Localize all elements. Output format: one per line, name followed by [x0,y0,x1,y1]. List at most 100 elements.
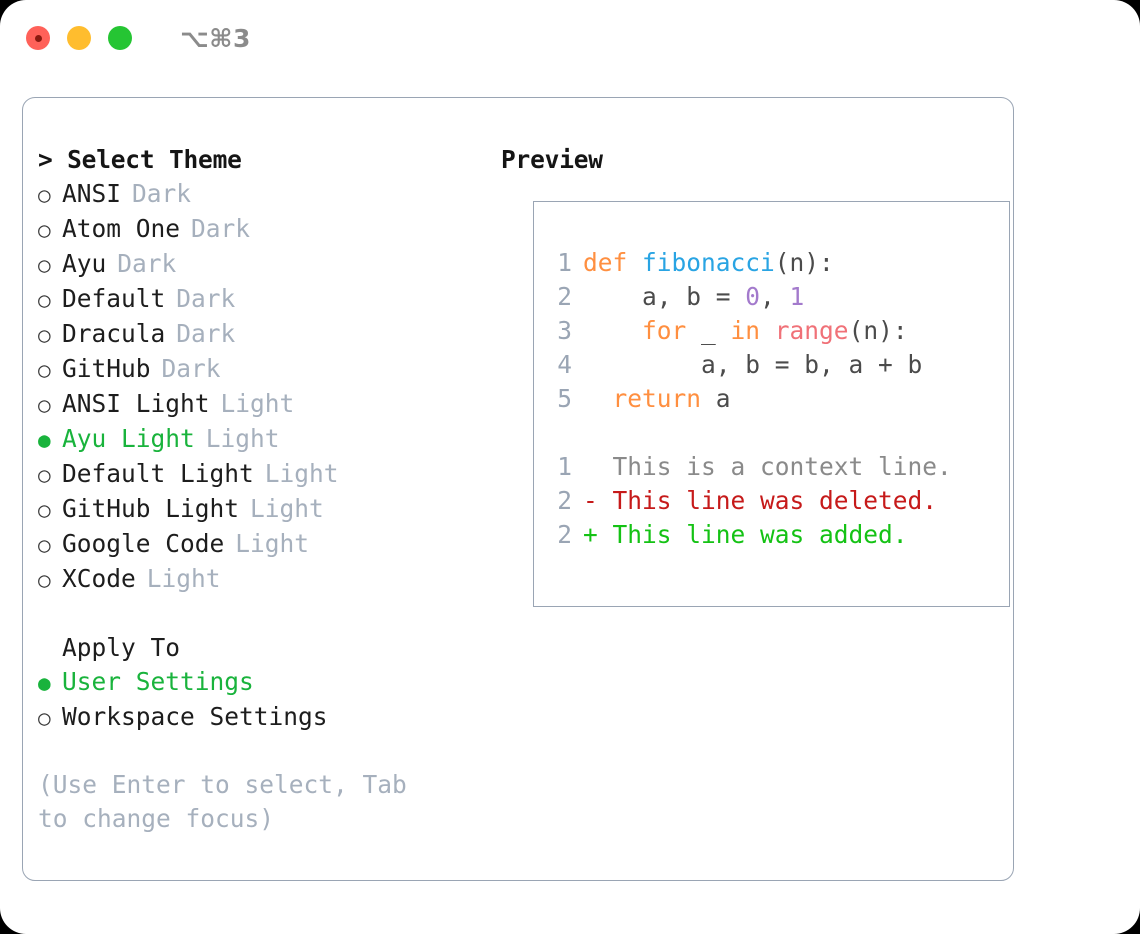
theme-option-label: XCode [62,564,136,593]
theme-option-label: GitHub Light [62,494,240,523]
diff-marker: - [583,486,598,515]
theme-option-row[interactable]: ○ ANSI Light Light [38,387,483,422]
theme-variant-badge: Dark [161,354,221,383]
theme-variant-badge: Light [220,389,295,418]
line-number: 5 [557,384,572,413]
code-token: return [583,384,716,413]
code-token: range [774,316,849,345]
theme-option-label: Dracula [62,319,166,348]
code-diff-separator [546,416,952,450]
radio-unselected-icon[interactable]: ○ [38,288,51,312]
code-token: fibonacci [642,248,775,277]
code-token: a [715,384,731,413]
theme-option-label: GitHub [62,354,151,383]
theme-option-label: ANSI [62,179,122,208]
line-number: 2 [557,282,572,311]
diff-text: This is a context line. [597,452,952,481]
code-token: 1 [789,282,805,311]
theme-option-row[interactable]: ○ Default Light Light [38,457,483,492]
code-token: , [760,282,790,311]
theme-option-label: ANSI Light [62,389,210,418]
theme-variant-badge: Light [235,529,310,558]
code-token: a, b = b, a + b [583,350,923,379]
theme-option-label: Google Code [62,529,225,558]
preview-heading: Preview [501,145,603,174]
radio-unselected-icon[interactable]: ○ [38,533,51,557]
apply-to-heading: Apply To [62,633,181,662]
keyboard-hint-text: (Use Enter to select, Tab to change focu… [38,770,422,833]
traffic-lights [26,26,132,50]
theme-variant-badge: Dark [176,319,236,348]
diff-marker [583,452,598,481]
radio-unselected-icon[interactable]: ○ [38,498,51,522]
theme-option-row[interactable]: ○ Google Code Light [38,527,483,562]
radio-unselected-icon[interactable]: ○ [38,253,51,277]
theme-variant-badge: Light [264,459,339,488]
select-theme-heading: > Select Theme [38,145,242,174]
diff-text: This line was added. [597,520,908,549]
diff-marker: + [583,520,598,549]
radio-unselected-icon[interactable]: ○ [38,463,51,487]
apply-to-option-row[interactable]: ● User Settings [38,665,483,700]
diff-line: 2 + This line was added. [546,518,952,552]
theme-option-row[interactable]: ○ Atom One Dark [38,212,483,247]
radio-unselected-icon[interactable]: ○ [38,393,51,417]
theme-variant-badge: Dark [176,284,236,313]
apply-to-list[interactable]: ● User Settings ○ Workspace Settings [38,665,483,735]
close-button-icon[interactable] [26,26,50,50]
theme-option-label: Default Light [62,459,254,488]
theme-option-row[interactable]: ○ GitHub Dark [38,352,483,387]
theme-option-row[interactable]: ○ GitHub Light Light [38,492,483,527]
theme-option-row[interactable]: ○ Dracula Dark [38,317,483,352]
radio-unselected-icon[interactable]: ○ [38,568,51,592]
theme-variant-badge: Dark [117,249,177,278]
theme-variant-badge: Light [205,424,280,453]
keyboard-shortcut-label: ⌥⌘3 [180,23,251,53]
code-token: def [583,248,643,277]
theme-option-row[interactable]: ○ Default Dark [38,282,483,317]
theme-variant-badge: Light [250,494,324,523]
apply-to-option-label: User Settings [62,667,254,696]
code-token: in [730,316,775,345]
radio-selected-icon[interactable]: ● [38,428,51,452]
radio-selected-icon[interactable]: ● [38,671,51,695]
code-token: (n): [774,248,834,277]
theme-variant-badge: Dark [191,214,251,243]
code-token: a, b = [583,282,746,311]
radio-unselected-icon[interactable]: ○ [38,323,51,347]
code-line: 2 a, b = 0, 1 [546,280,952,314]
radio-unselected-icon[interactable]: ○ [38,358,51,382]
code-token: for [583,316,702,345]
line-number: 1 [557,452,572,481]
radio-unselected-icon[interactable]: ○ [38,218,51,242]
radio-unselected-icon[interactable]: ○ [38,183,51,207]
line-number: 2 [557,486,572,515]
code-token: _ [701,316,731,345]
theme-variant-badge: Light [146,564,221,593]
theme-variant-badge: Dark [132,179,192,208]
apply-to-option-row[interactable]: ○ Workspace Settings [38,700,483,735]
theme-option-row[interactable]: ○ ANSI Dark [38,177,483,212]
title-bar: ⌥⌘3 [0,0,1140,76]
theme-option-row[interactable]: ○ XCode Light [38,562,483,597]
radio-unselected-icon[interactable]: ○ [38,706,51,730]
line-number: 2 [557,520,572,549]
apply-to-option-label: Workspace Settings [62,702,328,731]
theme-option-label: Ayu Light [62,424,195,453]
minimize-button-icon[interactable] [67,26,91,50]
code-line: 5 return a [546,382,952,416]
code-token: 0 [745,282,761,311]
theme-option-label: Atom One [62,214,181,243]
theme-option-label: Default [62,284,166,313]
maximize-button-icon[interactable] [108,26,132,50]
theme-option-row[interactable]: ● Ayu Light Light [38,422,483,457]
diff-line: 1 This is a context line. [546,450,952,484]
